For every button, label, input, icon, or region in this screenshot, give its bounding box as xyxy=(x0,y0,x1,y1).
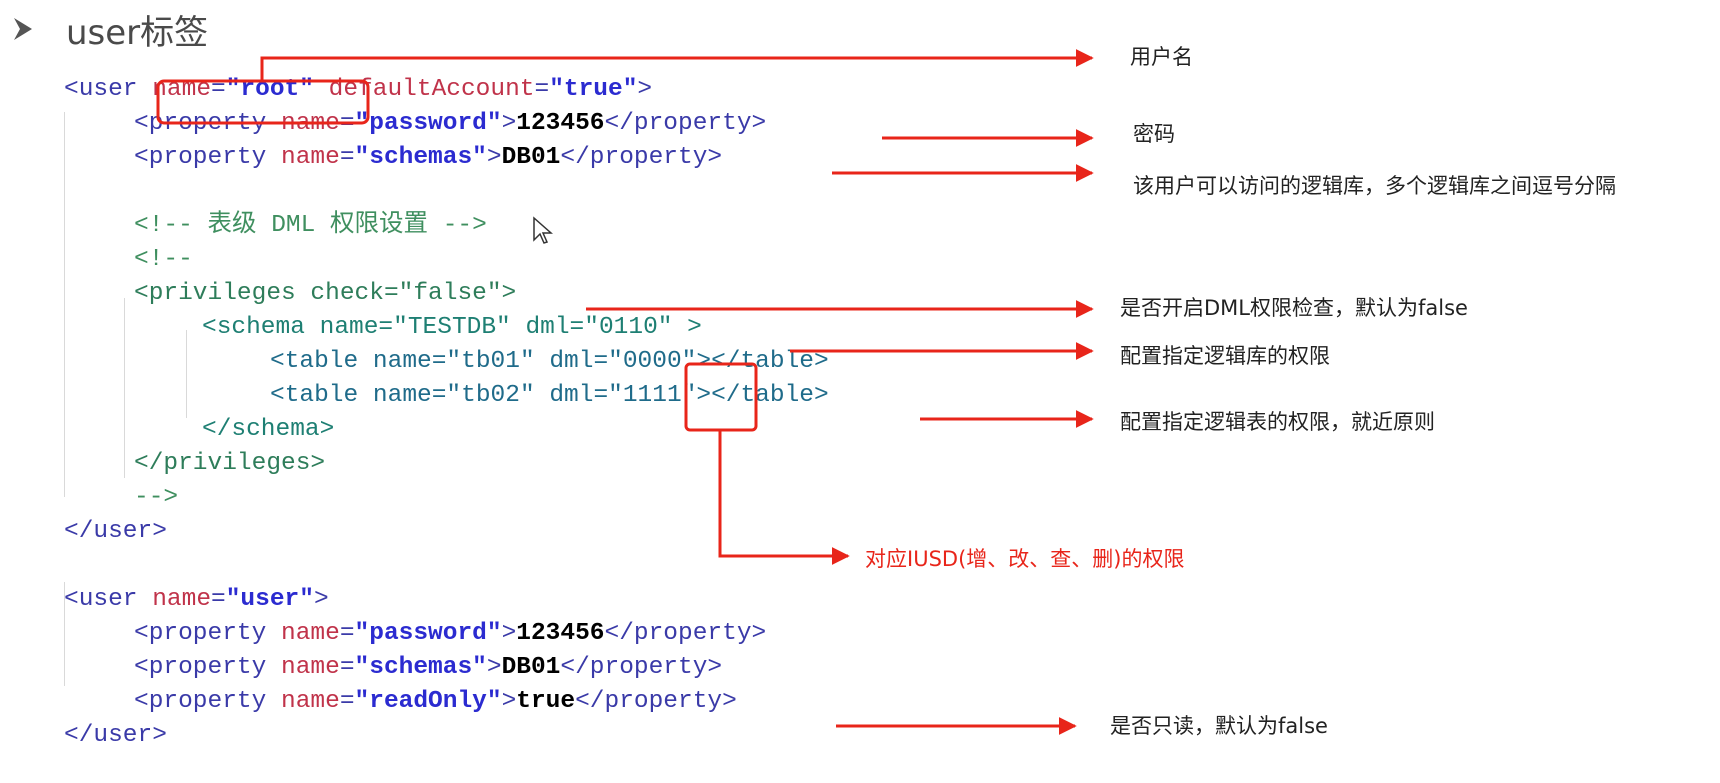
code-token: <!-- 表级 DML 权限设置 --> xyxy=(134,212,487,239)
code-token: > xyxy=(486,654,502,681)
code-line: </schema> xyxy=(202,413,334,447)
code-token: DB01 xyxy=(501,144,561,171)
code-token: </privileges> xyxy=(134,450,326,477)
code-token: = xyxy=(339,144,355,171)
code-line: <property name="password">123456</proper… xyxy=(134,617,766,651)
code-token: </user> xyxy=(64,518,167,545)
code-token: "password" xyxy=(354,620,502,647)
code-token: > xyxy=(501,688,517,715)
annotation-password: 密码 xyxy=(1133,122,1175,146)
code-token: > xyxy=(313,586,329,613)
code-token: > xyxy=(501,110,517,137)
code-token: <property xyxy=(134,654,282,681)
code-token: </user> xyxy=(64,722,167,749)
code-line: <schema name="TESTDB" dml="0110" > xyxy=(202,311,702,345)
code-line: <privileges check="false"> xyxy=(134,277,516,311)
highlight-box-root xyxy=(156,79,370,125)
annotation-read-only: 是否只读，默认为false xyxy=(1110,714,1328,738)
code-token: > xyxy=(486,144,502,171)
code-token: --> xyxy=(134,484,179,511)
cursor-icon xyxy=(533,216,553,244)
code-line: --> xyxy=(134,481,178,515)
code-token: "schemas" xyxy=(354,144,487,171)
code-token: <privileges check="false"> xyxy=(134,280,517,307)
code-token: </property> xyxy=(560,654,723,681)
code-token: <property xyxy=(134,144,282,171)
arrow-username xyxy=(260,49,1094,81)
arrow-bullet-icon xyxy=(14,18,32,40)
code-token: = xyxy=(534,76,550,103)
code-token: <schema name="TESTDB" dml="0110" > xyxy=(202,314,702,341)
code-token: = xyxy=(211,586,226,613)
code-line: <table name="tb02" dml="1111"></table> xyxy=(270,379,829,413)
code-line: <user name="user"> xyxy=(64,583,329,617)
code-line: <user name="root" defaultAccount="true"> xyxy=(64,73,652,107)
indent-guide xyxy=(64,112,65,497)
code-token: name xyxy=(281,654,340,681)
code-token: 123456 xyxy=(516,110,605,137)
annotation-iusd: 对应IUSD(增、改、查、删)的权限 xyxy=(865,547,1185,571)
code-token: <table name="tb01" dml="0000"></table> xyxy=(270,348,829,375)
code-token: <user xyxy=(64,586,153,613)
annotation-privileges-check: 是否开启DML权限检查，默认为false xyxy=(1120,296,1468,320)
code-token: = xyxy=(339,654,355,681)
code-token: true xyxy=(516,688,576,715)
title-row: user标签 xyxy=(12,6,209,53)
highlight-box-dml xyxy=(684,362,758,432)
indent-guide xyxy=(64,582,65,686)
code-line: <table name="tb01" dml="0000"></table> xyxy=(270,345,829,379)
code-token: "user" xyxy=(225,586,314,613)
code-token: = xyxy=(339,688,355,715)
annotation-table-privilege: 配置指定逻辑表的权限，就近原则 xyxy=(1120,410,1435,434)
indent-guide xyxy=(124,298,125,478)
code-token: = xyxy=(339,620,355,647)
code-token: </property> xyxy=(604,110,767,137)
slide-title: user标签 xyxy=(66,12,209,53)
code-token: <!-- xyxy=(134,246,193,273)
code-token: <property xyxy=(134,688,282,715)
code-token: 123456 xyxy=(516,620,605,647)
annotation-schemas: 该用户可以访问的逻辑库，多个逻辑库之间逗号分隔 xyxy=(1133,174,1616,198)
code-line: <!-- 表级 DML 权限设置 --> xyxy=(134,209,487,243)
annotation-username: 用户名 xyxy=(1130,45,1193,69)
code-token: name xyxy=(152,586,212,613)
code-token: = xyxy=(211,76,226,103)
code-token: "readOnly" xyxy=(354,688,502,715)
arrow-iusd xyxy=(718,430,850,565)
code-token: > xyxy=(501,620,517,647)
code-token: "schemas" xyxy=(354,654,487,681)
code-token: > xyxy=(637,76,653,103)
indent-guide xyxy=(186,330,187,418)
code-token: name xyxy=(281,144,340,171)
code-token: DB01 xyxy=(501,654,561,681)
code-token: name xyxy=(281,620,340,647)
code-line: </user> xyxy=(64,719,167,753)
code-token: </property> xyxy=(560,144,723,171)
code-line: <!-- xyxy=(134,243,193,277)
code-token: <property xyxy=(134,620,282,647)
code-token: "true" xyxy=(549,76,638,103)
code-token: </schema> xyxy=(202,416,335,443)
code-line: <property name="schemas">DB01</property> xyxy=(134,141,722,175)
code-line: <property name="readOnly">true</property… xyxy=(134,685,737,719)
code-token: name xyxy=(281,688,340,715)
code-line: </user> xyxy=(64,515,167,549)
code-line: <property name="schemas">DB01</property> xyxy=(134,651,722,685)
code-token: <user xyxy=(64,76,153,103)
code-token: </property> xyxy=(604,620,767,647)
annotation-schema-privilege: 配置指定逻辑库的权限 xyxy=(1120,344,1330,368)
code-token: "password" xyxy=(354,110,502,137)
code-token: <table name="tb02" dml="1111"></table> xyxy=(270,382,829,409)
code-token: </property> xyxy=(575,688,737,715)
code-line: </privileges> xyxy=(134,447,325,481)
